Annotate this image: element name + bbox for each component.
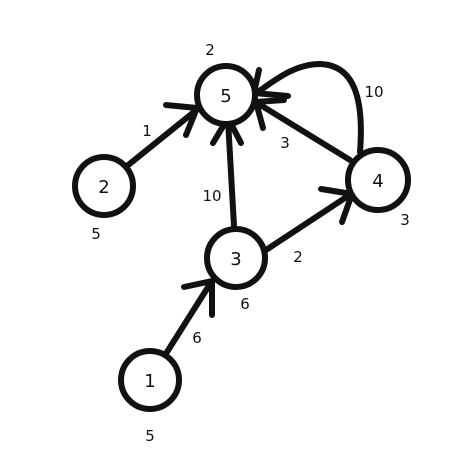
edge-2-5-weight: 1 [142,122,152,140]
node-4-value: 3 [400,211,410,229]
node-1: 1 [118,348,182,412]
node-3-label: 3 [230,249,241,270]
edge-weights: 1 10 2 6 3 10 [142,83,383,347]
node-2-value: 5 [91,225,101,243]
nodes: 5 2 3 4 1 [72,63,411,412]
edge-1-3-weight: 6 [192,329,202,347]
node-4-label: 4 [372,171,383,192]
edge-4-5-straight-weight: 3 [280,134,290,152]
node-5-value: 2 [205,41,215,59]
node-3-value: 6 [240,295,250,313]
edge-4-5-curved-weight: 10 [364,83,383,101]
edge-3-5-weight: 10 [202,187,221,205]
edge-1-3 [164,278,215,355]
node-1-label: 1 [144,371,155,392]
node-3: 3 [204,226,268,290]
edge-3-4-weight: 2 [293,248,303,266]
node-values: 2 5 6 3 5 [91,41,410,445]
node-1-value: 5 [145,427,155,445]
node-5: 5 [194,63,258,127]
node-2: 2 [72,154,136,218]
node-4: 4 [345,147,411,213]
node-5-label: 5 [220,86,231,107]
node-2-label: 2 [98,177,109,198]
